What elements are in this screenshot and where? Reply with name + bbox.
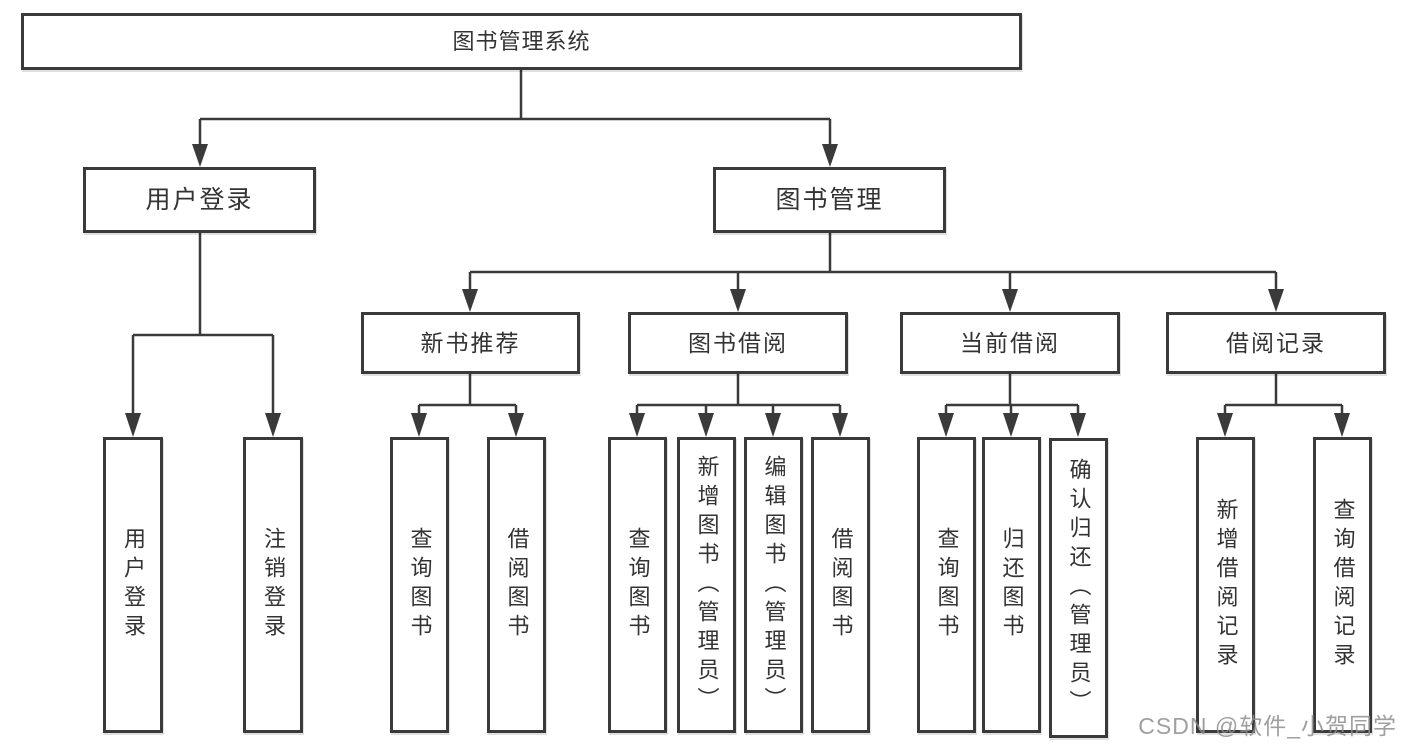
- leaf-logout: 注销登录: [243, 437, 303, 733]
- leaf-borrow-books: 借阅图书: [811, 437, 870, 733]
- leaf-borrow-books-label: 借阅图书: [828, 527, 854, 643]
- node-root-label: 图书管理系统: [452, 28, 591, 54]
- node-new-book-recommendation: 新书推荐: [361, 312, 580, 374]
- leaf-edit-books-admin-label: 编辑图书（管理员）: [761, 454, 787, 716]
- leaf-return-books: 归还图书: [982, 437, 1041, 733]
- connector-current-to-leaves: [938, 374, 1086, 437]
- leaf-user-login-label: 用户登录: [121, 527, 146, 643]
- leaf-borrowing-query-books: 查询图书: [608, 437, 667, 733]
- node-user-login: 用户登录: [83, 167, 316, 233]
- connector-book-management-to-level3: [462, 233, 1284, 312]
- leaf-logout-label: 注销登录: [261, 527, 286, 643]
- leaf-add-books-admin: 新增图书（管理员）: [677, 437, 736, 733]
- node-current-borrowing-label: 当前借阅: [960, 329, 1060, 356]
- node-book-management: 图书管理: [713, 167, 946, 233]
- leaf-current-query-books-label: 查询图书: [934, 527, 960, 643]
- leaf-recommendation-borrow-books: 借阅图书: [487, 437, 546, 733]
- connector-recommendation-to-leaves: [411, 374, 524, 437]
- connector-root-to-level2: [192, 70, 838, 167]
- leaf-add-borrow-record-label: 新增借阅记录: [1213, 498, 1239, 672]
- leaf-query-borrow-record-label: 查询借阅记录: [1330, 498, 1356, 672]
- node-book-management-label: 图书管理: [775, 185, 884, 214]
- leaf-edit-books-admin: 编辑图书（管理员）: [744, 437, 803, 733]
- node-book-borrowing-label: 图书借阅: [688, 329, 788, 356]
- node-user-login-label: 用户登录: [145, 185, 254, 214]
- connector-user-login-to-leaves: [125, 233, 281, 437]
- leaf-recommendation-query-books-label: 查询图书: [407, 527, 433, 643]
- leaf-confirm-return-admin-label: 确认归还（管理员）: [1066, 457, 1092, 719]
- leaf-confirm-return-admin: 确认归还（管理员）: [1049, 438, 1108, 738]
- leaf-return-books-label: 归还图书: [999, 527, 1025, 643]
- connector-records-to-leaves: [1217, 374, 1350, 437]
- csdn-watermark: CSDN @软件_小贺同学: [1138, 713, 1397, 739]
- connector-borrowing-to-leaves: [629, 374, 848, 437]
- leaf-recommendation-query-books: 查询图书: [390, 437, 449, 733]
- leaf-query-borrow-record: 查询借阅记录: [1313, 437, 1372, 733]
- leaf-borrowing-query-books-label: 查询图书: [625, 527, 651, 643]
- node-borrowing-records-label: 借阅记录: [1226, 329, 1326, 356]
- leaf-add-borrow-record: 新增借阅记录: [1196, 437, 1255, 733]
- leaf-recommendation-borrow-books-label: 借阅图书: [504, 527, 530, 643]
- node-borrowing-records: 借阅记录: [1166, 312, 1386, 374]
- leaf-user-login: 用户登录: [103, 437, 163, 733]
- leaf-add-books-admin-label: 新增图书（管理员）: [694, 454, 720, 716]
- leaf-current-query-books: 查询图书: [917, 437, 976, 733]
- node-root-system: 图书管理系统: [21, 13, 1022, 70]
- node-new-book-recommendation-label: 新书推荐: [420, 329, 521, 356]
- node-current-borrowing: 当前借阅: [900, 312, 1120, 374]
- node-book-borrowing: 图书借阅: [628, 312, 848, 374]
